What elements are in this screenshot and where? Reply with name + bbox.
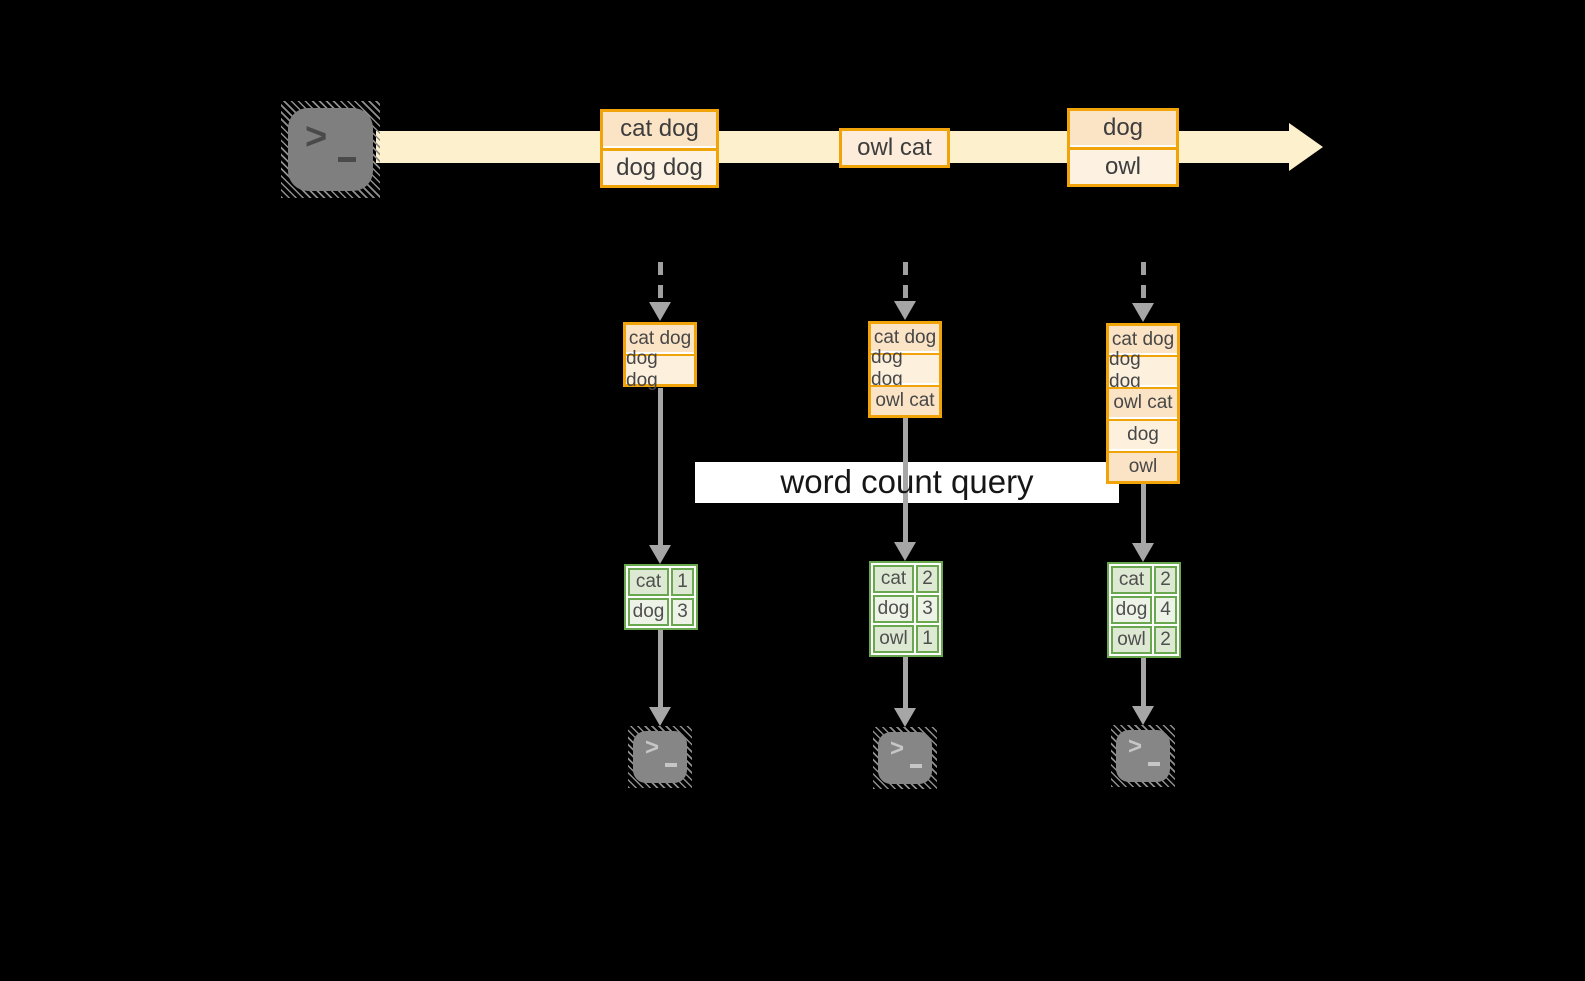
counts-table-2: cat 2 dog 3 owl 1 bbox=[869, 561, 943, 657]
flow-arrow-counts-to-sink-2 bbox=[894, 657, 916, 727]
flow-arrow-counts-to-sink-1 bbox=[649, 628, 671, 726]
word-cell: cat bbox=[1111, 566, 1152, 594]
terminal-prompt-glyph: > bbox=[645, 734, 660, 761]
count-row: cat 1 bbox=[628, 568, 694, 596]
terminal-underscore bbox=[910, 764, 922, 768]
arrowhead-icon bbox=[894, 542, 916, 561]
terminal-prompt-glyph: > bbox=[1128, 733, 1143, 760]
terminal-body: > bbox=[288, 108, 373, 191]
sink-terminal-icon-2: > bbox=[873, 727, 937, 789]
word-cell: cat bbox=[873, 565, 914, 593]
state-row: owl bbox=[1109, 451, 1177, 481]
sink-terminal-icon-3: > bbox=[1111, 725, 1175, 787]
event-cell: owl bbox=[1070, 147, 1176, 184]
count-cell: 2 bbox=[1154, 566, 1177, 594]
terminal-prompt-glyph: > bbox=[890, 735, 905, 762]
count-cell: 3 bbox=[916, 595, 939, 623]
word-cell: owl bbox=[873, 625, 914, 653]
terminal-underscore bbox=[665, 763, 677, 767]
count-cell: 4 bbox=[1154, 596, 1177, 624]
sink-terminal-icon-1: > bbox=[628, 726, 692, 788]
count-row: owl 1 bbox=[873, 625, 939, 653]
event-cell: dog dog bbox=[603, 148, 716, 185]
event-cell: cat dog bbox=[603, 112, 716, 146]
terminal-body: > bbox=[878, 732, 932, 784]
state-row: cat dog bbox=[626, 325, 694, 352]
count-cell: 2 bbox=[1154, 626, 1177, 654]
word-cell: cat bbox=[628, 568, 669, 596]
state-row: dog dog bbox=[1109, 349, 1177, 392]
arrowhead-icon bbox=[894, 708, 916, 727]
state-row: dog dog bbox=[871, 347, 939, 390]
arrowhead-icon bbox=[649, 545, 671, 564]
word-cell: dog bbox=[873, 595, 914, 623]
state-row: dog dog bbox=[626, 348, 694, 391]
count-cell: 1 bbox=[916, 625, 939, 653]
count-cell: 2 bbox=[916, 565, 939, 593]
count-cell: 3 bbox=[671, 598, 694, 626]
dashed-arrow-2 bbox=[894, 262, 916, 320]
terminal-underscore bbox=[338, 157, 356, 162]
terminal-prompt-glyph: > bbox=[305, 116, 328, 158]
word-cell: dog bbox=[628, 598, 669, 626]
count-cell: 1 bbox=[671, 568, 694, 596]
state-row: owl cat bbox=[871, 385, 939, 415]
state-row: cat dog bbox=[1109, 326, 1177, 353]
count-row: cat 2 bbox=[1111, 566, 1177, 594]
query-label: word count query bbox=[780, 463, 1034, 500]
batch-box-2: owl cat bbox=[839, 128, 950, 168]
arrowhead-icon bbox=[1132, 303, 1154, 322]
event-cell: owl cat bbox=[842, 131, 947, 165]
state-row: dog bbox=[1109, 419, 1177, 449]
dashed-arrow-1 bbox=[649, 262, 671, 321]
arrowhead-icon bbox=[894, 301, 916, 320]
word-cell: owl bbox=[1111, 626, 1152, 654]
terminal-underscore bbox=[1148, 762, 1160, 766]
arrowhead-icon bbox=[1132, 543, 1154, 562]
count-row: dog 3 bbox=[873, 595, 939, 623]
count-row: owl 2 bbox=[1111, 626, 1177, 654]
count-row: dog 4 bbox=[1111, 596, 1177, 624]
terminal-body: > bbox=[1116, 730, 1170, 782]
source-terminal-icon: > bbox=[281, 101, 380, 198]
terminal-body: > bbox=[633, 731, 687, 783]
stream-arrowhead-icon bbox=[1289, 123, 1323, 171]
flow-arrow-counts-to-sink-3 bbox=[1132, 658, 1154, 725]
arrowhead-icon bbox=[649, 707, 671, 726]
event-cell: dog bbox=[1070, 111, 1176, 145]
state-row: cat dog bbox=[871, 324, 939, 351]
state-row: owl cat bbox=[1109, 387, 1177, 417]
flow-arrow-state-to-counts-1 bbox=[649, 388, 671, 564]
flow-arrow-state-to-counts-3 bbox=[1132, 482, 1154, 562]
count-row: dog 3 bbox=[628, 598, 694, 626]
arrowhead-icon bbox=[649, 302, 671, 321]
flow-arrow-state-to-counts-2 bbox=[894, 418, 916, 561]
counts-table-3: cat 2 dog 4 owl 2 bbox=[1107, 562, 1181, 658]
dashed-arrow-3 bbox=[1132, 262, 1154, 322]
arrowhead-icon bbox=[1132, 706, 1154, 725]
word-cell: dog bbox=[1111, 596, 1152, 624]
counts-table-1: cat 1 dog 3 bbox=[624, 564, 698, 630]
count-row: cat 2 bbox=[873, 565, 939, 593]
